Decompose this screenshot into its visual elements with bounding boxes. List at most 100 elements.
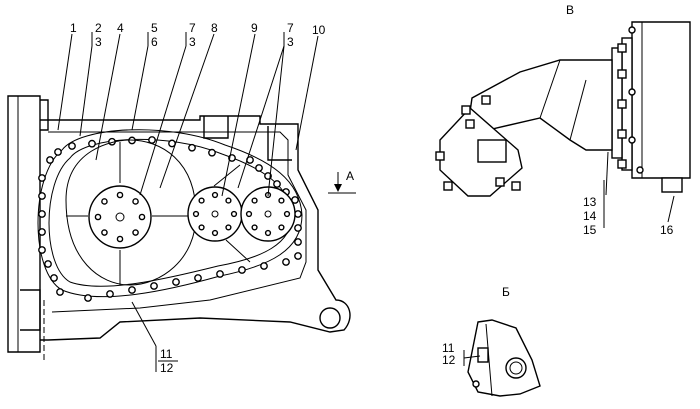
callout-10: 10	[312, 23, 326, 37]
chain-roller	[84, 294, 92, 302]
pump-bolt	[443, 181, 453, 191]
flange-tab-bottom	[20, 289, 41, 331]
callout-9: 9	[251, 21, 258, 35]
callout-11: 11	[160, 347, 173, 361]
main-view: 1 2 3 4 5 6 7 3 8 9 7 3 10 11 12 А	[7, 21, 356, 375]
callout-7-a: 7	[189, 21, 196, 35]
tension-arm	[213, 164, 241, 187]
idler-center	[211, 210, 219, 218]
idler-bolt	[225, 224, 232, 231]
motor-seam	[539, 59, 561, 119]
reducer-fastener	[636, 166, 644, 174]
small-sprocket-bolts	[245, 191, 291, 237]
detail-link	[477, 347, 489, 363]
hub-bolt	[138, 213, 146, 221]
chain-roller	[255, 164, 263, 172]
callout-15: 15	[583, 223, 597, 237]
chain-roller	[188, 143, 196, 152]
sprocket-bolt	[251, 224, 258, 231]
callout-12: 12	[160, 361, 174, 375]
idler-bolt	[211, 229, 219, 237]
sprocket-bolt	[278, 197, 285, 204]
chain-roller	[128, 286, 136, 294]
chain-roller	[38, 210, 46, 218]
callout-2: 2	[95, 21, 102, 35]
chain-roller	[44, 260, 52, 268]
sprocket-bolt	[251, 197, 258, 204]
chain-roller	[273, 180, 281, 188]
hub-bolts	[94, 191, 146, 243]
detail-edge	[485, 323, 493, 397]
hub-bolt	[132, 229, 139, 236]
chain-roller	[208, 148, 216, 157]
chain-roller	[56, 288, 64, 296]
sprocket-bolt	[278, 224, 285, 231]
chain-roller	[168, 139, 176, 148]
chain-roller	[88, 139, 96, 148]
chain-roller	[68, 142, 76, 150]
leader-lines	[57, 32, 319, 372]
chain-roller	[54, 148, 62, 156]
hub-bolt	[116, 235, 124, 243]
idler-bolts	[192, 191, 238, 237]
pump-port	[477, 139, 507, 163]
view-a-label: А	[346, 169, 354, 183]
detail-callout-12: 12	[442, 353, 456, 367]
chain-roller	[294, 210, 302, 218]
reducer-bolts	[617, 26, 644, 174]
chain-roller	[194, 274, 202, 282]
view-arrow-a	[328, 172, 356, 194]
mount-flange	[7, 95, 41, 353]
sprocket-bolt	[283, 210, 291, 218]
view-b-label: Б	[502, 285, 510, 299]
pump-bolt	[495, 177, 505, 187]
pump-bolt	[481, 95, 491, 105]
chain-roller	[238, 266, 246, 274]
chain-rollers	[38, 136, 302, 302]
lug-hole	[319, 307, 341, 329]
hub-bolt	[94, 213, 102, 221]
hub-bolt	[132, 198, 139, 205]
housing-outline	[40, 115, 351, 341]
idler-bolt	[225, 197, 232, 204]
reducer-bolt	[617, 69, 627, 79]
large-sprocket	[65, 139, 197, 286]
idler-bolt	[192, 210, 200, 218]
middle-idler	[187, 186, 243, 242]
view-b: Б 11 12	[442, 285, 541, 397]
idler-bolt	[230, 210, 238, 218]
detail-pin-inner	[509, 361, 523, 375]
callout-7-b: 7	[287, 21, 294, 35]
callout-14: 14	[583, 209, 597, 223]
reducer-bolt	[617, 159, 627, 169]
reducer-fastener	[628, 136, 636, 144]
detail-pin-outer	[505, 357, 527, 379]
reducer-body	[631, 21, 691, 179]
pump-bolt	[511, 181, 521, 191]
housing-inner-contour	[48, 131, 307, 313]
reducer-bolt	[617, 43, 627, 53]
reducer-bolt	[617, 129, 627, 139]
pump-bolts	[435, 95, 521, 191]
chain-roller	[172, 278, 180, 286]
view-v: В 13 14 15 16	[435, 3, 691, 237]
view-v-label: В	[566, 3, 574, 17]
sprocket-small-center	[264, 210, 272, 218]
idler-bolt	[198, 224, 205, 231]
chain-roller	[106, 290, 114, 298]
motor-seam-2	[569, 79, 587, 141]
chain-roller	[260, 262, 268, 270]
pump-bolt	[465, 119, 475, 129]
hub-center	[115, 212, 125, 222]
hub-bolt	[116, 191, 124, 199]
chain-roller	[38, 192, 46, 200]
small-sprocket	[240, 186, 296, 242]
side-bracket	[267, 126, 292, 161]
callout-3-a: 3	[95, 35, 102, 49]
reducer-fastener	[628, 88, 636, 96]
pump-bolt	[461, 105, 471, 115]
callout-3-c: 3	[287, 35, 294, 49]
chain-roller	[216, 270, 224, 278]
